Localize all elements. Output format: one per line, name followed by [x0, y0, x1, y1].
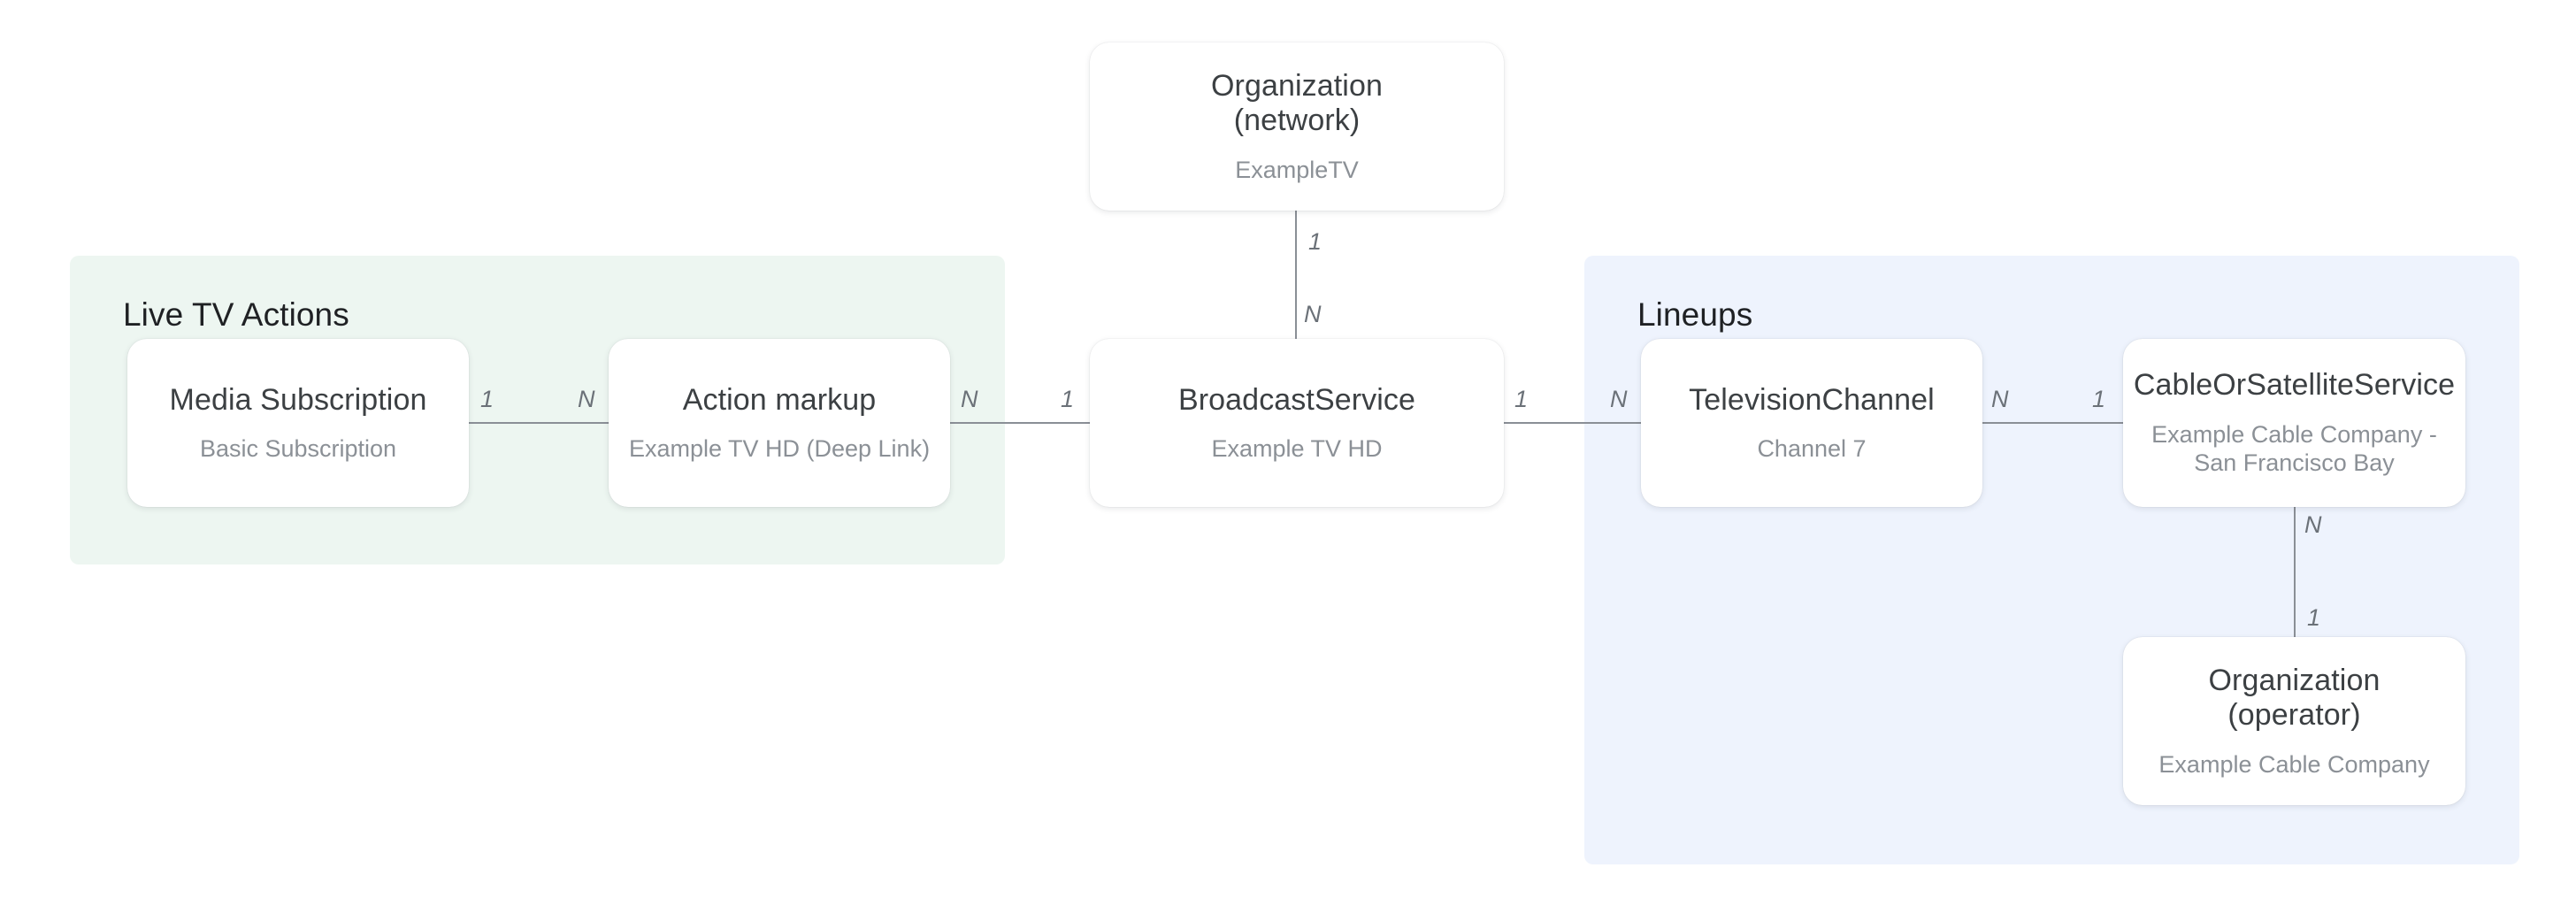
edge-line-televisionchannel-to-cableorsatelliteservice	[1982, 422, 2123, 424]
node-media-subscription[interactable]: Media Subscription Basic Subscription	[127, 339, 469, 507]
node-title-cableorsatelliteservice: CableOrSatelliteService	[2133, 368, 2456, 403]
edge-line-media-subscription-to-action-markup	[469, 422, 609, 424]
edge-label-broadcastservice-in-left: 1	[1061, 386, 1075, 412]
node-organization-operator[interactable]: Organization (operator) Example Cable Co…	[2123, 637, 2465, 805]
node-action-markup[interactable]: Action markup Example TV HD (Deep Link)	[609, 339, 950, 507]
edge-line-broadcastservice-to-televisionchannel	[1504, 422, 1641, 424]
group-title-live-tv-actions: Live TV Actions	[123, 296, 349, 333]
node-televisionchannel[interactable]: TelevisionChannel Channel 7	[1641, 339, 1982, 507]
node-title-broadcastservice: BroadcastService	[1177, 382, 1416, 417]
edge-label-cableorsatelliteservice-out-bottom: N	[2304, 511, 2322, 538]
node-subtitle-organization-operator: Example Cable Company	[2158, 750, 2430, 778]
edge-label-organization-operator-in: 1	[2307, 604, 2321, 631]
node-subtitle-line1-cableorsatelliteservice: Example Cable Company -	[2151, 420, 2437, 448]
edge-label-televisionchannel-in: N	[1610, 386, 1628, 412]
node-title-line2-organization-network: (network)	[1233, 104, 1361, 138]
edge-line-action-markup-to-broadcastservice	[950, 422, 1090, 424]
node-title-organization-network: Organization (network)	[1211, 69, 1383, 139]
edge-label-organization-network-out: 1	[1308, 228, 1322, 255]
node-title-televisionchannel: TelevisionChannel	[1689, 382, 1935, 417]
node-title-line1-organization-network: Organization	[1211, 68, 1383, 103]
node-cableorsatelliteservice[interactable]: CableOrSatelliteService Example Cable Co…	[2123, 339, 2465, 507]
edge-label-broadcastservice-in-top: N	[1304, 301, 1322, 327]
edge-label-action-markup-out: N	[961, 386, 978, 412]
edge-label-action-markup-in: N	[578, 386, 595, 412]
node-subtitle-cableorsatelliteservice: Example Cable Company - San Francisco Ba…	[2151, 420, 2437, 478]
node-subtitle-media-subscription: Basic Subscription	[199, 435, 397, 463]
edge-line-organization-network-to-broadcastservice	[1295, 211, 1297, 339]
node-subtitle-organization-network: ExampleTV	[1235, 156, 1359, 183]
node-subtitle-line2-cableorsatelliteservice: San Francisco Bay	[2194, 449, 2395, 477]
node-title-action-markup: Action markup	[682, 382, 877, 417]
node-title-media-subscription: Media Subscription	[169, 382, 427, 417]
node-organization-network[interactable]: Organization (network) ExampleTV	[1090, 42, 1504, 211]
edge-label-televisionchannel-out: N	[1991, 386, 2009, 412]
edge-line-cableorsatelliteservice-to-organization-operator	[2294, 507, 2296, 637]
node-subtitle-televisionchannel: Channel 7	[1757, 435, 1867, 463]
edge-label-broadcastservice-out-right: 1	[1514, 386, 1529, 412]
edge-label-media-subscription-out: 1	[480, 386, 494, 412]
edge-label-cableorsatelliteservice-in: 1	[2092, 386, 2106, 412]
group-title-lineups: Lineups	[1637, 296, 1753, 333]
node-subtitle-broadcastservice: Example TV HD	[1211, 435, 1383, 463]
node-subtitle-action-markup: Example TV HD (Deep Link)	[628, 435, 931, 463]
node-broadcastservice[interactable]: BroadcastService Example TV HD	[1090, 339, 1504, 507]
node-title-organization-operator: Organization (operator)	[2208, 663, 2380, 733]
